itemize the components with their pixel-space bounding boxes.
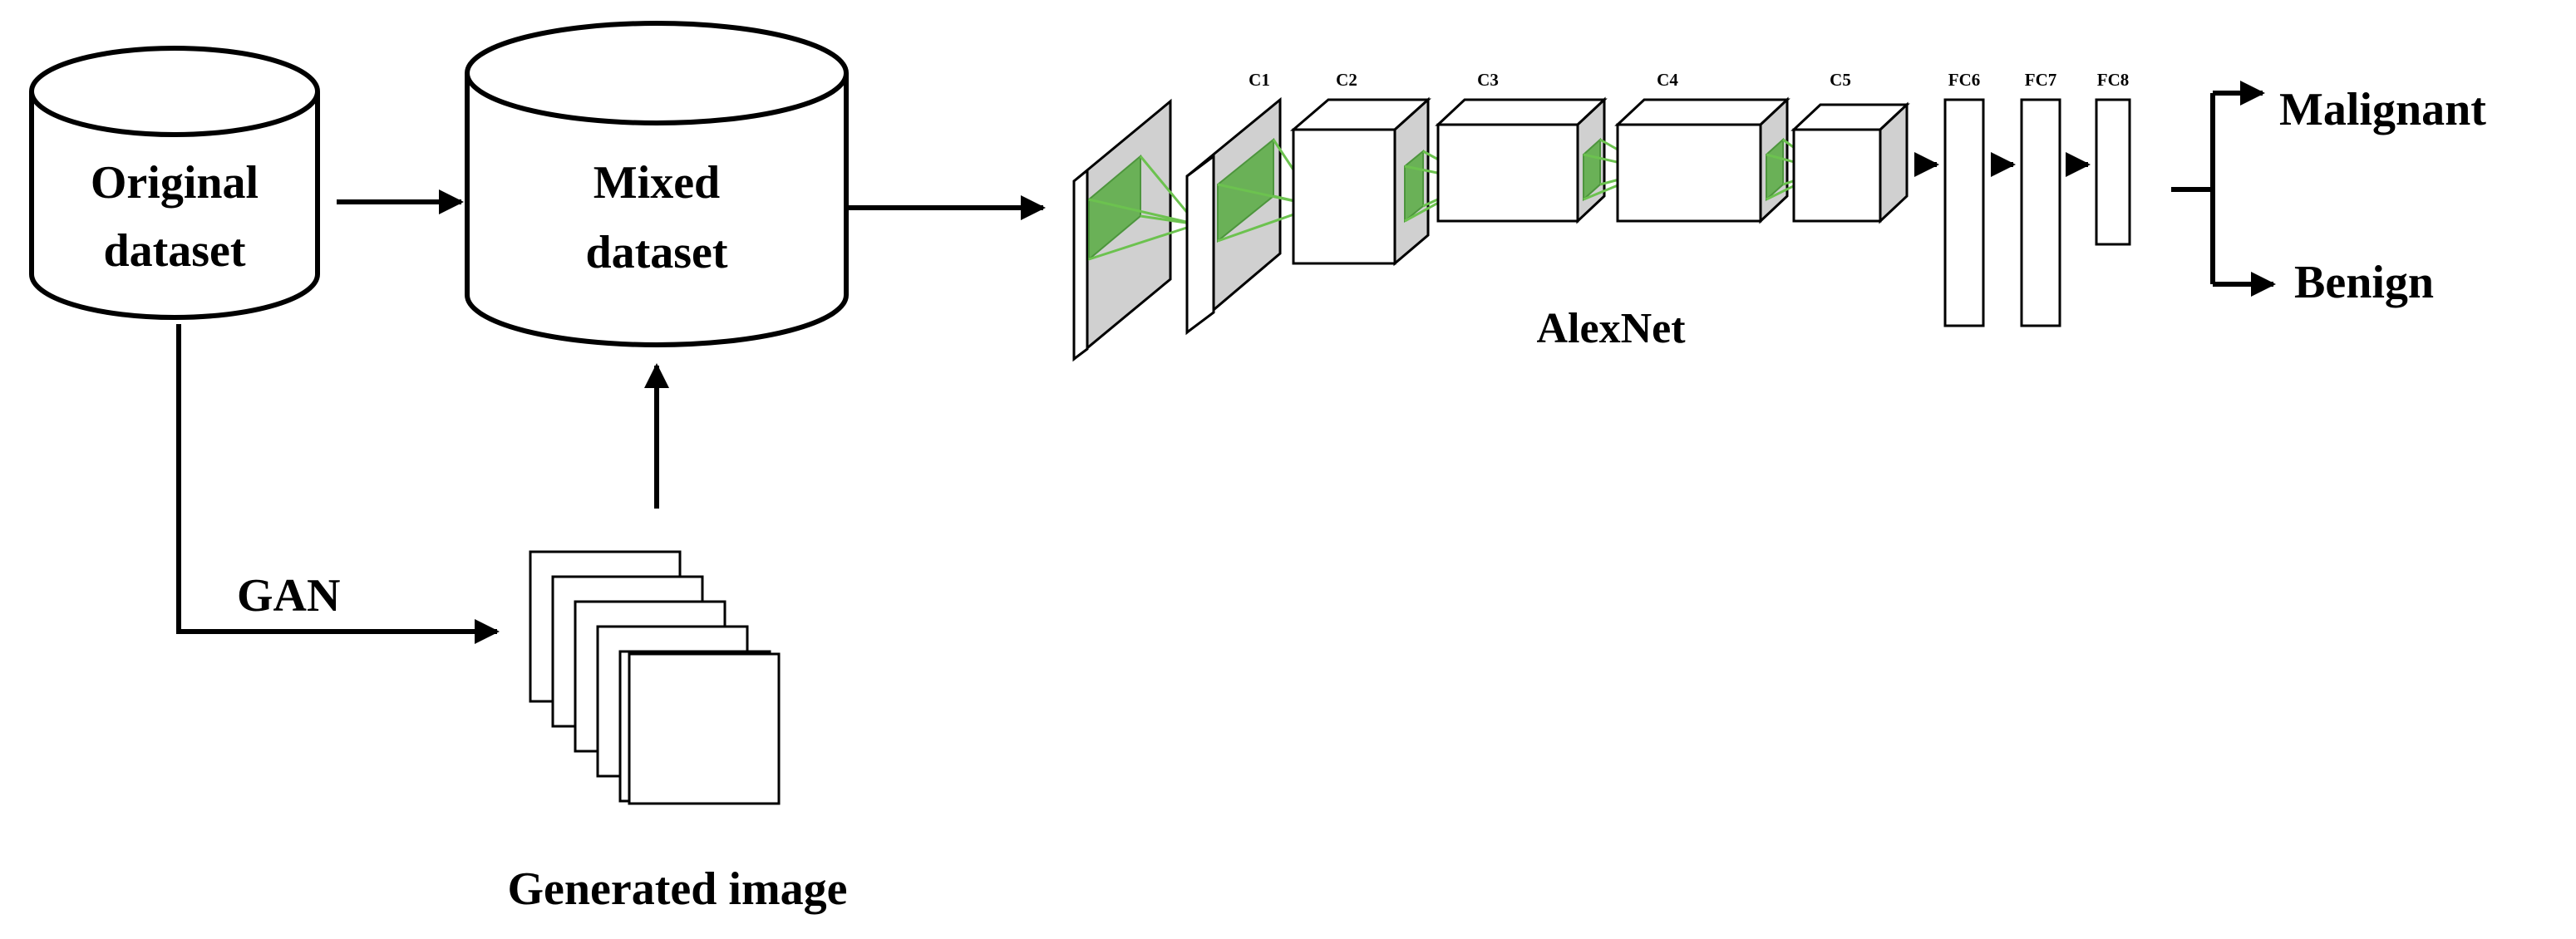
mixed-dataset-label-line2: dataset bbox=[585, 227, 727, 278]
original-dataset-label-line2: dataset bbox=[103, 225, 245, 277]
output-branch: Malignant Benign bbox=[2171, 81, 2486, 308]
network-name-label: AlexNet bbox=[1536, 305, 1686, 352]
original-dataset-cylinder: Original dataset bbox=[29, 46, 320, 320]
layer-c4: C4 bbox=[1614, 70, 1830, 224]
gan-label: GAN bbox=[237, 570, 340, 622]
generated-image-label: Generated image bbox=[508, 863, 848, 915]
layer-label-c2: C2 bbox=[1336, 70, 1357, 90]
layer-label-c1: C1 bbox=[1249, 70, 1270, 90]
layer-fc8: FC8 bbox=[2095, 70, 2131, 246]
layer-c3: C3 bbox=[1435, 70, 1658, 224]
gan-path: GAN bbox=[176, 324, 500, 644]
layer-label-fc7: FC7 bbox=[2025, 70, 2057, 90]
mixed-dataset-cylinder: Mixed dataset bbox=[465, 21, 849, 347]
mixed-dataset-label-line1: Mixed bbox=[594, 157, 720, 209]
layer-label-c4: C4 bbox=[1657, 70, 1678, 90]
output-benign-label: Benign bbox=[2294, 257, 2434, 308]
layer-fc7: FC7 bbox=[2020, 70, 2061, 327]
layer-label-fc8: FC8 bbox=[2097, 70, 2130, 90]
original-dataset-label-line1: Original bbox=[91, 157, 259, 209]
layer-label-c3: C3 bbox=[1477, 70, 1499, 90]
input-layer bbox=[1072, 98, 1202, 362]
layer-fc6: FC6 bbox=[1943, 70, 1985, 327]
generated-image-stack: Generated image bbox=[508, 550, 848, 915]
layer-label-c5: C5 bbox=[1830, 70, 1851, 90]
layer-c2: C2 bbox=[1289, 70, 1482, 267]
layer-label-fc6: FC6 bbox=[1948, 70, 1981, 90]
layer-c5: C5 bbox=[1790, 70, 1910, 224]
output-malignant-label: Malignant bbox=[2279, 84, 2486, 135]
alexnet-network: C1 C2 C3 bbox=[1072, 70, 2131, 362]
